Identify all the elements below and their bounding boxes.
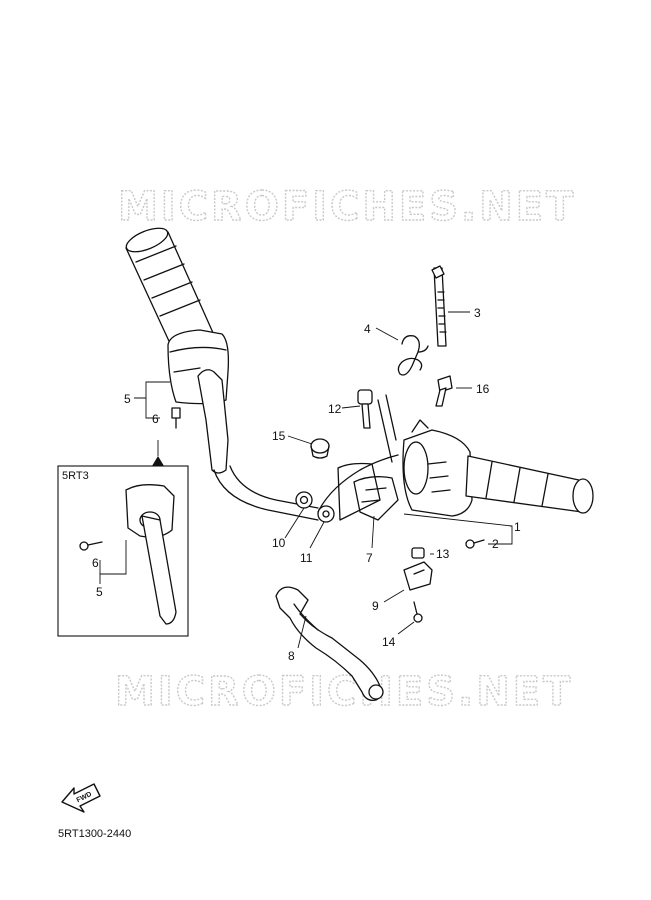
clutch-lever bbox=[197, 369, 319, 521]
part-13-nut bbox=[411, 547, 425, 559]
watermark-top: MICROFICHES.NET bbox=[118, 184, 576, 230]
part-11-washer bbox=[317, 505, 335, 523]
part-9-switch bbox=[403, 561, 433, 591]
leader-lines bbox=[99, 311, 513, 649]
part-2-screw bbox=[465, 539, 485, 549]
clutch-cable bbox=[317, 454, 399, 513]
callout-14: 14 bbox=[382, 635, 396, 649]
callout-13: 13 bbox=[436, 547, 450, 561]
callout-10: 10 bbox=[272, 536, 286, 550]
inset-pointer bbox=[152, 456, 164, 466]
callout-4: 4 bbox=[364, 322, 371, 336]
left-handlebar-grip bbox=[125, 227, 215, 353]
callout-15: 15 bbox=[272, 429, 286, 443]
part-8-brake-lever bbox=[275, 586, 384, 701]
callout-5: 5 bbox=[124, 392, 131, 406]
inset-callout-5: 5 bbox=[96, 585, 103, 599]
callout-9: 9 bbox=[372, 599, 379, 613]
callout-2: 2 bbox=[492, 537, 499, 551]
callout-12: 12 bbox=[328, 402, 342, 416]
diagram-code: 5RT1300-2440 bbox=[58, 828, 131, 840]
part-15-cap bbox=[310, 438, 330, 459]
part-12-bolt bbox=[357, 389, 373, 429]
part-3-cable-tie bbox=[431, 265, 447, 347]
bracket-outline bbox=[337, 462, 381, 521]
fwd-arrow-icon: FWD bbox=[61, 783, 101, 813]
callout-8: 8 bbox=[288, 649, 295, 663]
callout-1: 1 bbox=[514, 520, 521, 534]
part-4-clip bbox=[397, 335, 429, 376]
callout-16: 16 bbox=[476, 382, 490, 396]
lever-bracket bbox=[353, 394, 399, 521]
watermark-bottom: MICROFICHES.NET bbox=[115, 669, 573, 715]
inset-label: 5RT3 bbox=[62, 470, 89, 482]
part-10-nut bbox=[295, 491, 313, 509]
part-16-bolt bbox=[435, 375, 453, 407]
callout-3: 3 bbox=[474, 306, 481, 320]
callout-7: 7 bbox=[366, 551, 373, 565]
part-14-screw bbox=[413, 601, 423, 623]
master-cylinder bbox=[402, 419, 473, 517]
right-handlebar-grip bbox=[465, 455, 594, 514]
callout-11: 11 bbox=[300, 551, 313, 565]
callout-6: 6 bbox=[152, 412, 159, 426]
inset-5rt3: 5RT3 bbox=[57, 465, 189, 637]
part-6-screw bbox=[171, 407, 181, 429]
inset-callout-6: 6 bbox=[92, 556, 99, 570]
inset-part-6-screw bbox=[79, 541, 103, 551]
